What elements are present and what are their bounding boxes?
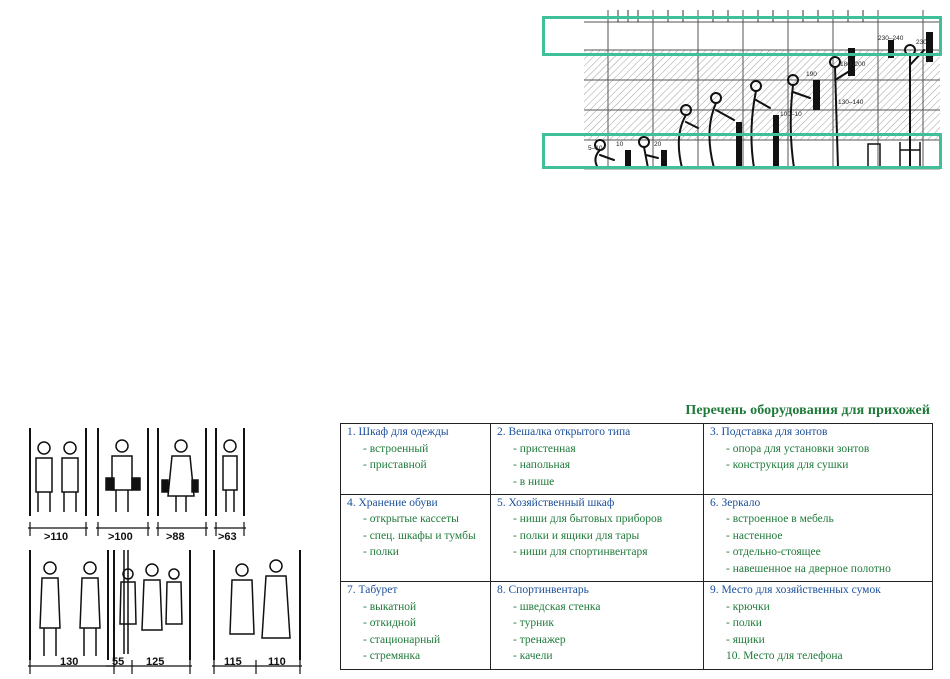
cell-item: - стационарный — [363, 633, 441, 646]
cell-heading: 3. Подставка для зонтов — [710, 426, 828, 438]
table-cell: 7. Табурет - выкатной - откидной - стаци… — [340, 581, 491, 670]
cell-item: - встроенное в мебель — [726, 513, 834, 526]
cell-heading: 9. Место для хозяйственных сумок — [710, 584, 881, 597]
table-cell: 8. Спортинвентарь - шведская стенка - ту… — [490, 581, 704, 670]
cell-item: - открытые кассеты — [363, 513, 459, 526]
cell-item: - ящики — [726, 633, 765, 646]
equipment-table: 1. Шкаф для одежды - встроенный - приста… — [340, 423, 933, 670]
cell-item: - стремянка — [363, 650, 421, 663]
cell-item: - в нише — [513, 475, 555, 488]
cell-item: - откидной — [363, 617, 416, 630]
dim-label: 180–200 — [840, 61, 866, 68]
clearance-figures: >110 >100 >88 >63 130 55 125 115 110 — [24, 424, 324, 676]
cell-item: - навешенное на дверное полотно — [726, 562, 891, 575]
cell-item: - ниши для бытовых приборов — [513, 513, 663, 526]
cell-item: - ниши для спортинвентаря — [513, 546, 648, 559]
cell-item: - отдельно-стоящее — [726, 546, 821, 559]
cell-heading: 7. Табурет — [347, 584, 398, 597]
table-row: 4. Хранение обуви - открытые кассеты - с… — [340, 493, 933, 583]
cell-item: - тренажер — [513, 633, 566, 646]
dim-label: 10 — [616, 141, 624, 148]
cell-item: - полки и ящики для тары — [513, 529, 640, 542]
dim-label: 230 — [916, 39, 927, 46]
clearance-drawing: >110 >100 >88 >63 130 55 125 115 110 — [28, 428, 302, 674]
dim-label: 20 — [654, 141, 662, 148]
cell-heading: 5. Хозяйственный шкаф — [497, 496, 615, 509]
cell-heading: 6. Зеркало — [710, 496, 761, 509]
anthropometric-diagram: 230–240 230 180–200 190 130–140 100–10 1… — [548, 10, 940, 178]
clearance-label: 115 — [224, 656, 242, 668]
dim-label: 190 — [806, 71, 817, 78]
clearance-label: 55 — [112, 656, 124, 668]
cell-item: - пристенная — [513, 442, 576, 455]
table-cell: 6. Зеркало - встроенное в мебель - насте… — [703, 493, 933, 583]
clearance-label: >110 — [44, 531, 68, 543]
cell-heading: 2. Вешалка открытого типа — [497, 426, 631, 438]
dim-label: 130–140 — [838, 99, 864, 106]
cell-heading: 1. Шкаф для одежды — [347, 426, 449, 438]
table-cell: 5. Хозяйственный шкаф - ниши для бытовых… — [490, 493, 704, 583]
cell-item: - турник — [513, 617, 554, 630]
cell-item: - выкатной — [363, 600, 417, 613]
cell-item: - полки — [726, 617, 762, 630]
dim-label: 100–10 — [780, 111, 802, 118]
clearance-label: >88 — [166, 531, 185, 543]
cell-item: - конструкция для сушки — [726, 459, 849, 471]
anthropometric-drawing: 230–240 230 180–200 190 130–140 100–10 1… — [584, 10, 940, 170]
cell-item: - напольная — [513, 459, 571, 471]
cell-heading: 8. Спортинвентарь — [497, 584, 589, 597]
highlight-box-lower — [542, 133, 942, 169]
clearance-label: 110 — [268, 656, 286, 668]
table-row: 7. Табурет - выкатной - откидной - стаци… — [340, 581, 933, 670]
clearance-label: >63 — [218, 531, 237, 543]
cell-extra-item: 10. Место для телефона — [726, 650, 843, 663]
equipment-table-title: Перечень оборудования для прихожей — [685, 403, 930, 418]
table-cell: 3. Подставка для зонтов - опора для уста… — [703, 423, 933, 495]
cell-item: - шведская стенка — [513, 600, 601, 613]
cell-heading: 4. Хранение обуви — [347, 496, 438, 509]
cell-item: - спец. шкафы и тумбы — [363, 529, 476, 542]
cell-item: - качели — [513, 650, 553, 663]
table-cell: 1. Шкаф для одежды - встроенный - приста… — [340, 423, 491, 495]
table-cell: 2. Вешалка открытого типа - пристенная -… — [490, 423, 704, 495]
cell-item: - настенное — [726, 529, 783, 542]
table-row: 1. Шкаф для одежды - встроенный - приста… — [340, 423, 933, 495]
clearance-label: 125 — [146, 656, 164, 668]
clearance-label: >100 — [108, 531, 133, 543]
highlight-box-upper — [542, 16, 942, 56]
clearance-label: 130 — [60, 656, 78, 668]
cell-item: - опора для установки зонтов — [726, 442, 870, 455]
cell-item: - полки — [363, 546, 399, 559]
cell-item: - приставной — [363, 459, 427, 471]
table-cell: 9. Место для хозяйственных сумок - крючк… — [703, 581, 933, 670]
dim-label: 230–240 — [878, 35, 904, 42]
dim-label: 5–10 — [588, 145, 603, 152]
cell-item: - встроенный — [363, 442, 429, 455]
figure-silhouettes — [594, 44, 925, 169]
cell-item: - крючки — [726, 600, 770, 613]
table-cell: 4. Хранение обуви - открытые кассеты - с… — [340, 493, 491, 583]
